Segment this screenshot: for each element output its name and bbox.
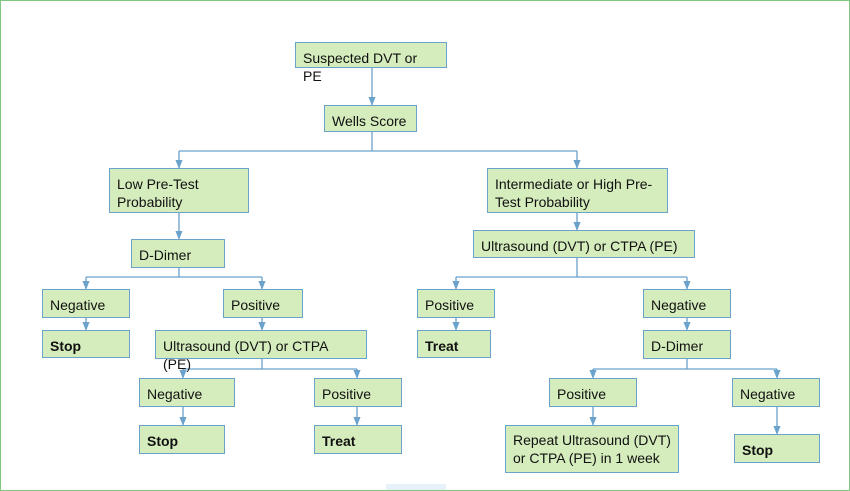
node-suspected-dvt-or-pe: Suspected DVT or PE [295,42,447,84]
node-ultrasound-left: Ultrasound (DVT) or CTPA (PE) [155,330,367,372]
node-stop-right2: Stop [734,434,820,463]
node-low-pretest-probability: Low Pre-Test Probability [109,168,249,213]
node-intermediate-high-pretest-probability: Intermediate or High Pre- Test Probabili… [487,168,668,213]
watermark-fragment [386,484,446,490]
node-negative-left: Negative [42,289,130,318]
node-negative-right: Negative [643,289,731,318]
node-negative-left2: Negative [139,378,235,407]
node-positive-left2: Positive [314,378,402,407]
node-positive-left: Positive [223,289,303,318]
node-ultrasound-right: Ultrasound (DVT) or CTPA (PE) [473,230,695,258]
node-wells-score: Wells Score [324,105,417,132]
node-stop-left: Stop [42,330,130,358]
node-ddimer-left: D-Dimer [131,239,225,268]
node-stop-left2: Stop [139,425,225,454]
node-positive-right: Positive [417,289,495,318]
node-ddimer-right: D-Dimer [643,330,731,359]
node-treat-left2: Treat [314,425,402,454]
node-repeat-ultrasound: Repeat Ultrasound (DVT) or CTPA (PE) in … [505,425,679,473]
node-positive-right2: Positive [549,378,637,407]
node-negative-right2: Negative [732,378,820,407]
node-treat-right: Treat [417,330,491,358]
